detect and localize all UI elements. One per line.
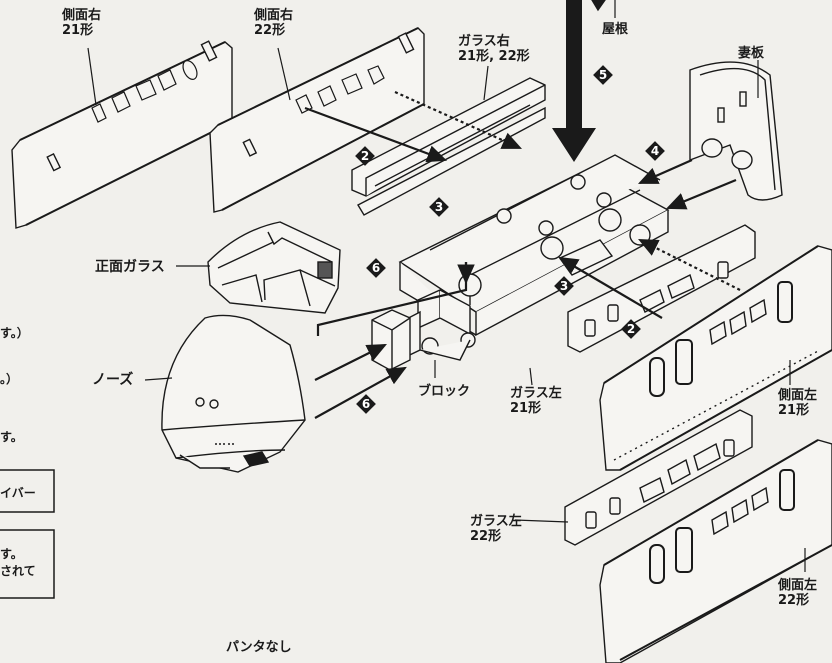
label-side-right-21-name: 側面右: [62, 8, 102, 23]
side-right-22-panel: [209, 27, 425, 213]
assembly-arrows: [304, 90, 741, 419]
end-plate-part: [689, 61, 783, 201]
step-3-marker-lower: 3: [553, 275, 575, 297]
note-box-lines: [0, 469, 55, 599]
label-side-left-22-name: 側面左: [778, 578, 818, 593]
step-6-marker-lower: 6: [355, 393, 377, 415]
step-5-number: 5: [598, 68, 608, 82]
label-no-pantograph: パンタなし: [226, 640, 292, 655]
label-side-right-21-type: 21形: [62, 23, 94, 38]
label-side-right-22-type: 22形: [254, 23, 286, 38]
label-side-left-21-type: 21形: [778, 403, 810, 418]
label-glass-right: ガラス右 21形, 22形: [458, 34, 530, 64]
step-2-marker-lower: 2: [620, 318, 642, 340]
label-glass-left-22-type: 22形: [470, 529, 502, 544]
roof-insertion-arrow: [552, 0, 596, 162]
label-side-right-22-name: 側面右: [254, 8, 294, 23]
label-glass-right-name: ガラス右: [458, 34, 510, 49]
nose-part: [161, 314, 306, 473]
label-glass-left-21-type: 21形: [510, 401, 542, 416]
roof-part: [591, 0, 606, 12]
step-6-marker-upper: 6: [365, 257, 387, 279]
step-6-number-upper: 6: [371, 261, 381, 275]
label-block: ブロック: [418, 384, 471, 399]
cut-text-5: す。: [0, 547, 23, 561]
label-side-right-21: 側面右 21形: [62, 8, 101, 38]
label-end-plate: 妻板: [738, 46, 765, 61]
step-3-marker-upper: 3: [428, 196, 450, 218]
cut-text-6: されて: [0, 564, 36, 578]
step-3-number-upper: 3: [434, 200, 444, 214]
side-left-21-panel: [599, 245, 832, 471]
label-glass-left-21-name: ガラス左: [510, 386, 562, 401]
label-roof: 屋根: [602, 22, 629, 37]
label-side-left-21: 側面左 21形: [778, 388, 817, 418]
label-glass-left-21: ガラス左 21形: [510, 386, 562, 416]
cut-text-2: 。）: [0, 372, 19, 386]
step-4-marker: 4: [644, 140, 666, 162]
step-2-marker-upper: 2: [354, 145, 376, 167]
step-2-number-lower: 2: [626, 322, 636, 336]
step-3-number-lower: 3: [559, 279, 569, 293]
step-5-marker: 5: [592, 64, 614, 86]
label-side-left-22: 側面左 22形: [778, 578, 817, 608]
cut-text-3: す。: [0, 430, 23, 444]
step-6-number-lower: 6: [361, 397, 371, 411]
label-glass-left-22: ガラス左 22形: [470, 514, 522, 544]
glass-right-part: [351, 77, 546, 216]
glass-left-22-part: [564, 409, 753, 546]
label-front-glass: 正面ガラス: [95, 259, 165, 275]
label-nose: ノーズ: [92, 372, 134, 388]
front-glass-part: [207, 221, 341, 314]
block-part: [371, 309, 411, 371]
side-right-21-panel: [11, 40, 233, 229]
cut-text-1: す。）: [0, 326, 29, 340]
label-glass-left-22-name: ガラス左: [470, 514, 522, 529]
label-side-left-21-name: 側面左: [778, 388, 818, 403]
side-left-22-panel: [599, 439, 832, 663]
label-side-right-22: 側面右 22形: [254, 8, 293, 38]
cut-text-4: イバー: [0, 486, 36, 500]
glass-left-21-part: [567, 224, 756, 353]
leader-lines: [87, 0, 806, 572]
step-4-number: 4: [650, 144, 660, 158]
step-2-number-upper: 2: [360, 149, 370, 163]
label-side-left-22-type: 22形: [778, 593, 810, 608]
label-glass-right-type: 21形, 22形: [458, 49, 530, 64]
